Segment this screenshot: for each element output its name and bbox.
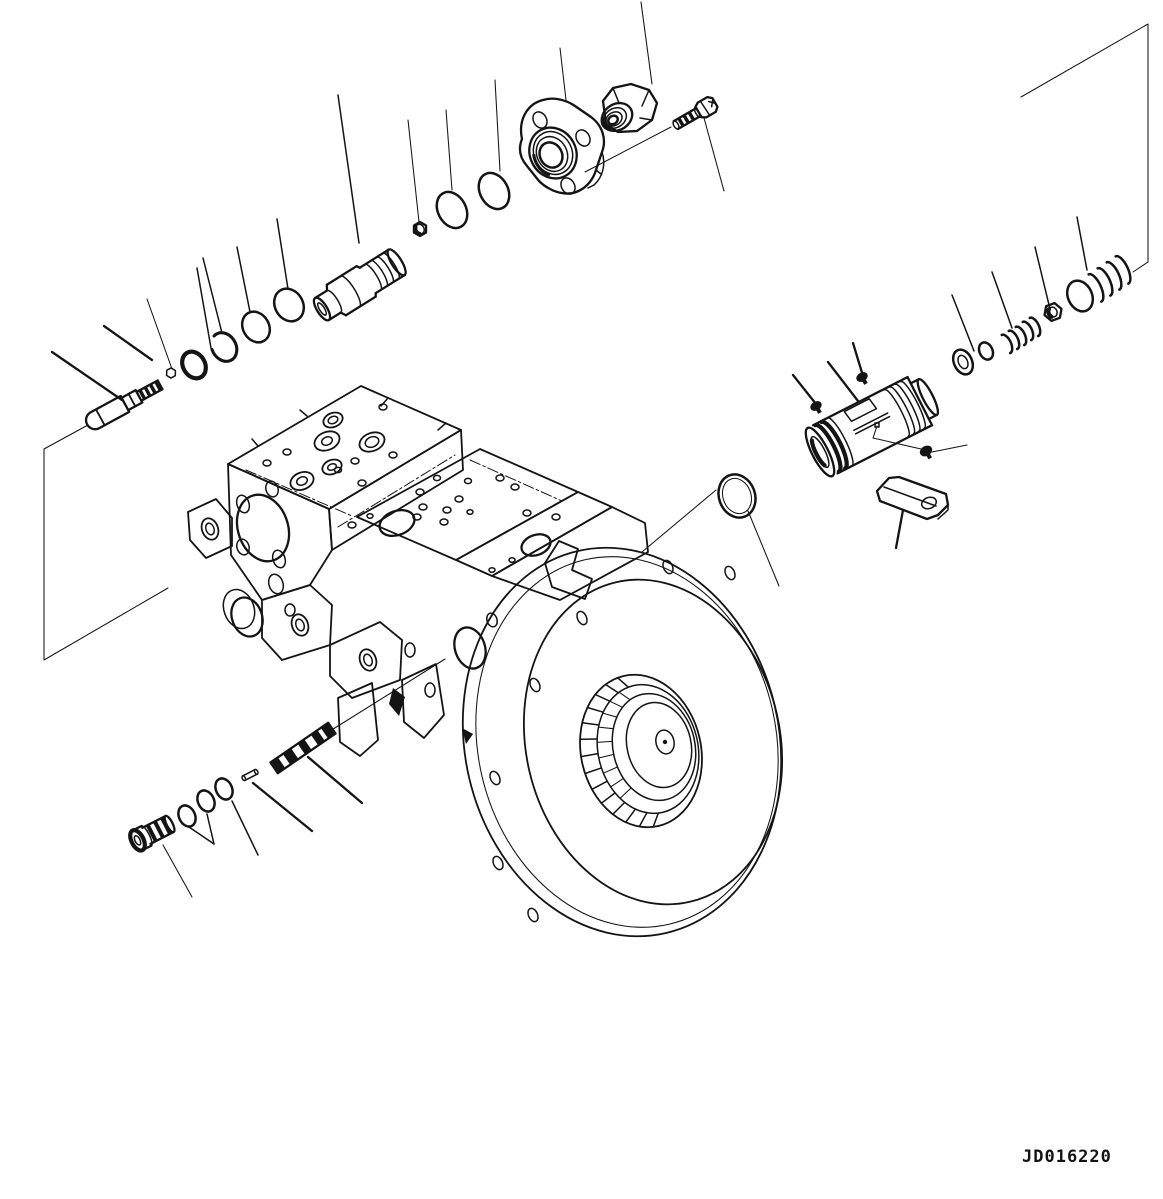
o-ring-bl-1 xyxy=(177,804,197,828)
stopper-plate xyxy=(875,475,950,521)
retainer-ring xyxy=(977,341,995,361)
snap-ring xyxy=(210,331,239,363)
valve-spool xyxy=(84,379,164,431)
plug-small-top xyxy=(856,372,868,385)
port-flange xyxy=(518,97,606,195)
o-ring-1 xyxy=(240,310,272,344)
o-ring-4 xyxy=(477,171,511,211)
spring-large xyxy=(1087,254,1132,303)
plug-small-left xyxy=(810,401,822,414)
cap-nut xyxy=(600,82,659,134)
o-ring-seal xyxy=(641,473,780,587)
valve-body xyxy=(312,248,407,322)
spring-small xyxy=(1000,316,1042,355)
lock-nut-small xyxy=(412,220,428,238)
piston-pump-housing xyxy=(187,385,649,757)
lower-left-leader-lines xyxy=(162,658,446,898)
cartridge-body xyxy=(804,375,940,478)
pin xyxy=(241,768,259,782)
hex-bolt xyxy=(672,95,719,131)
flywheel-housing xyxy=(461,546,784,938)
socket-plug xyxy=(128,814,176,853)
drawing-code: JD016220 xyxy=(1022,1147,1112,1167)
splined-coupling xyxy=(269,721,337,775)
o-ring-bl-2 xyxy=(196,789,216,813)
backup-ring xyxy=(1065,279,1095,313)
o-ring-bl-3 xyxy=(214,777,234,801)
o-ring-3 xyxy=(435,190,469,230)
projection-plane-right xyxy=(1020,23,1149,273)
ball-seat xyxy=(165,367,177,379)
hub-gear-teeth xyxy=(579,677,660,828)
plug-small-bottom xyxy=(919,445,933,460)
drive-hub-gear xyxy=(579,673,703,829)
o-ring-2 xyxy=(272,287,306,323)
projection-plane-left xyxy=(43,424,169,661)
hex-plug xyxy=(1043,301,1063,323)
washer xyxy=(951,348,975,376)
upper-leader-lines xyxy=(50,1,725,402)
right-leader-lines xyxy=(791,216,1088,550)
o-ring-small-dark xyxy=(180,349,208,381)
